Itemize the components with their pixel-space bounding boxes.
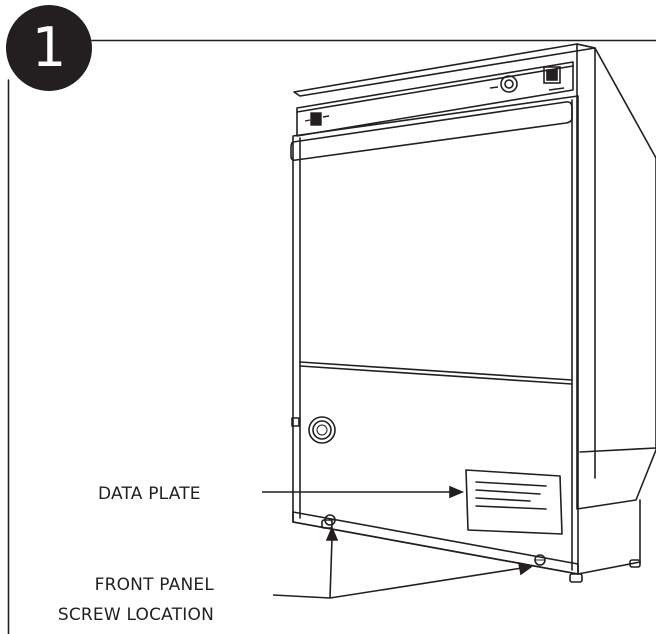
door-bottom-edge	[299, 361, 573, 381]
control-panel-strip	[296, 61, 574, 137]
power-switch	[543, 66, 565, 91]
screw-leader-right	[329, 567, 523, 599]
screw-left	[324, 514, 336, 526]
data-plate-callout: DATA PLATE	[98, 484, 201, 504]
front-panel-screw-callout: FRONT PANEL SCREW LOCATION	[58, 570, 214, 630]
control-knob	[489, 75, 518, 93]
control-badge	[304, 112, 330, 126]
data-plate-arrowhead	[449, 485, 465, 499]
screw-right	[534, 554, 546, 566]
front-panel-label-line2: SCREW LOCATION	[57, 605, 214, 625]
step-number: 1	[31, 16, 67, 79]
foot-right	[569, 573, 583, 583]
front-panel-label-line1: FRONT PANEL	[94, 575, 214, 595]
unit-front-body	[292, 95, 579, 575]
data-plate	[465, 469, 563, 535]
step-number-badge: 1	[6, 5, 92, 91]
unit-base	[292, 511, 579, 575]
screw-right-arrowhead	[517, 561, 534, 576]
screw-left-arrowhead	[325, 525, 339, 541]
foot-back-right	[629, 559, 641, 568]
screw-leader-left	[272, 594, 331, 599]
temperature-gauge	[308, 416, 336, 444]
unit-top-surface	[293, 43, 596, 97]
unit-side-panel	[576, 43, 656, 510]
